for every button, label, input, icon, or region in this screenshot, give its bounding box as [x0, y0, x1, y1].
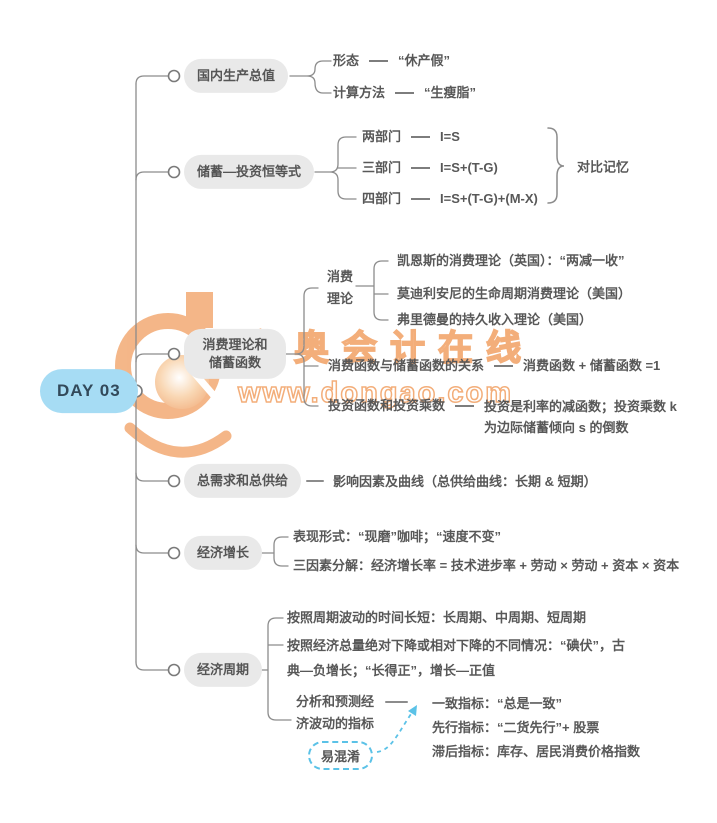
row-two-sector: 两部门 I=S — [362, 127, 460, 147]
branch2-ring-icon — [167, 165, 181, 179]
row-label: 消费函数与储蓄函数的关系 — [328, 358, 485, 373]
row-value: I=S+(T-G) — [440, 160, 498, 175]
connector-dash — [455, 405, 475, 407]
row-coincident-indicator: 一致指标：“总是一致” — [432, 694, 562, 714]
node-economic-growth: 经济增长 — [184, 535, 263, 571]
branch3-elbow — [135, 353, 169, 363]
branch3-ring-icon — [167, 347, 181, 361]
row-leading-indicator: 先行指标：“二货先行”+ 股票 — [432, 718, 599, 738]
row-value: I=S — [440, 129, 460, 144]
branch5-elbow — [135, 544, 169, 554]
branch1-ring-icon — [167, 69, 181, 83]
row-text: 弗里德曼的持久收入理论（美国） — [397, 312, 593, 327]
connector-dash — [411, 167, 431, 169]
row-value: 投资是利率的减函数；投资乘数 k 为边际储蓄倾向 s 的倒数 — [484, 399, 677, 435]
connector-dash — [369, 60, 389, 62]
node-label-line: 储蓄函数 — [208, 355, 261, 370]
row-text: 表现形式：“现磨”咖啡；“速度不变” — [293, 529, 502, 544]
connector-dash — [411, 198, 431, 200]
row-text: 凯恩斯的消费理论（英国）：“两减一收” — [397, 253, 625, 268]
branch4-ring-icon — [167, 474, 181, 488]
label-line: 消费 — [326, 269, 353, 284]
consumption-theory-fork — [355, 260, 389, 321]
watermark-url-text: www.dongao.com — [237, 376, 514, 410]
row-cycle-length: 按照周期波动的时间长短：长周期、中周期、短周期 — [287, 608, 586, 628]
branch5-ring-icon — [167, 546, 181, 560]
row-gdp-method: 计算方法 “生瘦脂” — [333, 83, 476, 103]
row-modigliani: 莫迪利安尼的生命周期消费理论（美国） — [397, 284, 631, 304]
row-text: 滞后指标：库存、居民消费价格指数 — [432, 744, 641, 759]
row-value: “休产假” — [398, 53, 451, 68]
branch3-fork — [276, 287, 319, 407]
branch4-elbow — [135, 472, 169, 482]
row-lagging-indicator: 滞后指标：库存、居民消费价格指数 — [432, 742, 640, 762]
row-friedman: 弗里德曼的持久收入理论（美国） — [397, 310, 592, 330]
row-value: 消费函数 + 储蓄函数 =1 — [523, 358, 661, 373]
row-text: 三因素分解：经济增长率 = 技术进步率 + 劳动 × 劳动 + 资本 × 资本 — [293, 558, 680, 573]
node-label-line: 消费理论和 — [202, 336, 268, 352]
row-text: 按照周期波动的时间长短：长周期、中周期、短周期 — [287, 610, 587, 625]
row-cycle-types: 按照经济总量绝对下降或相对下降的不同情况：“碘伏”，古典—负增长；“长得正”，增… — [287, 638, 626, 678]
branch6-elbow — [135, 661, 169, 671]
branch5-fork — [259, 536, 289, 567]
node-business-cycle: 经济周期 — [184, 652, 263, 688]
label-consumption-theory: 消费 理论 — [320, 266, 360, 310]
confusion-arrowhead-icon — [408, 705, 417, 716]
branch1-elbow — [135, 75, 169, 85]
label-line: 分析和预测经 — [296, 694, 375, 709]
label-line: 理论 — [326, 291, 353, 306]
row-growth-decomposition: 三因素分解：经济增长率 = 技术进步率 + 劳动 × 劳动 + 资本 × 资本 — [293, 556, 679, 576]
row-growth-form: 表现形式：“现磨”咖啡；“速度不变” — [293, 527, 501, 547]
compare-memory-annotation: 对比记忆 — [577, 159, 630, 175]
confusion-note-bubble: 易混淆 — [308, 741, 374, 770]
watermark-brand-text: 东奥会计在线 — [245, 328, 535, 369]
compare-brace — [547, 127, 565, 204]
row-investment-function: 投资函数和投资乘数 投资是利率的减函数；投资乘数 k 为边际储蓄倾向 s 的倒数 — [328, 396, 692, 438]
confusion-arrow — [376, 713, 412, 753]
row-keynes: 凯恩斯的消费理论（英国）：“两减一收” — [397, 251, 625, 271]
row-value: I=S+(T-G)+(M-X) — [440, 191, 538, 206]
connector-dash — [395, 92, 415, 94]
root-node-day03: DAY 03 — [40, 369, 138, 413]
row-text: 一致指标：“总是一致” — [432, 696, 563, 711]
branch2-elbow — [135, 171, 169, 181]
branch2-fork — [314, 136, 357, 200]
label-line: 济波动的指标 — [296, 716, 375, 731]
node-ad-as: 总需求和总供给 — [184, 463, 302, 499]
connector-dash — [411, 136, 431, 138]
row-label: 形态 — [333, 53, 360, 68]
node-saving-investment-identity: 储蓄—投资恒等式 — [184, 154, 315, 190]
node-consumption-saving: 消费理论和 储蓄函数 — [184, 328, 286, 380]
row-consumption-saving-relation: 消费函数与储蓄函数的关系 消费函数 + 储蓄函数 =1 — [328, 356, 660, 376]
branch6-fork — [255, 617, 292, 721]
row-label: 投资函数和投资乘数 — [328, 398, 446, 413]
row-label: 计算方法 — [333, 85, 386, 100]
label-cycle-indicators: 分析和预测经 济波动的指标 — [296, 691, 376, 735]
connector-dash — [494, 365, 514, 367]
row-text: 影响因素及曲线（总供给曲线：长期 & 短期） — [333, 474, 597, 489]
row-text: 先行指标：“二货先行”+ 股票 — [432, 720, 600, 735]
row-label: 四部门 — [362, 191, 402, 206]
row-three-sector: 三部门 I=S+(T-G) — [362, 158, 498, 178]
row-text: 莫迪利安尼的生命周期消费理论（美国） — [397, 286, 632, 301]
row-label: 两部门 — [362, 129, 402, 144]
row-value: “生瘦脂” — [424, 85, 477, 100]
branch6-ring-icon — [167, 663, 181, 677]
row-four-sector: 四部门 I=S+(T-G)+(M-X) — [362, 189, 538, 209]
branch1-fork — [289, 60, 332, 94]
row-ad-as-factors: 影响因素及曲线（总供给曲线：长期 & 短期） — [333, 472, 597, 492]
row-label: 三部门 — [362, 160, 402, 175]
row-gdp-form: 形态 “休产假” — [333, 51, 450, 71]
node-gdp: 国内生产总值 — [184, 58, 289, 94]
